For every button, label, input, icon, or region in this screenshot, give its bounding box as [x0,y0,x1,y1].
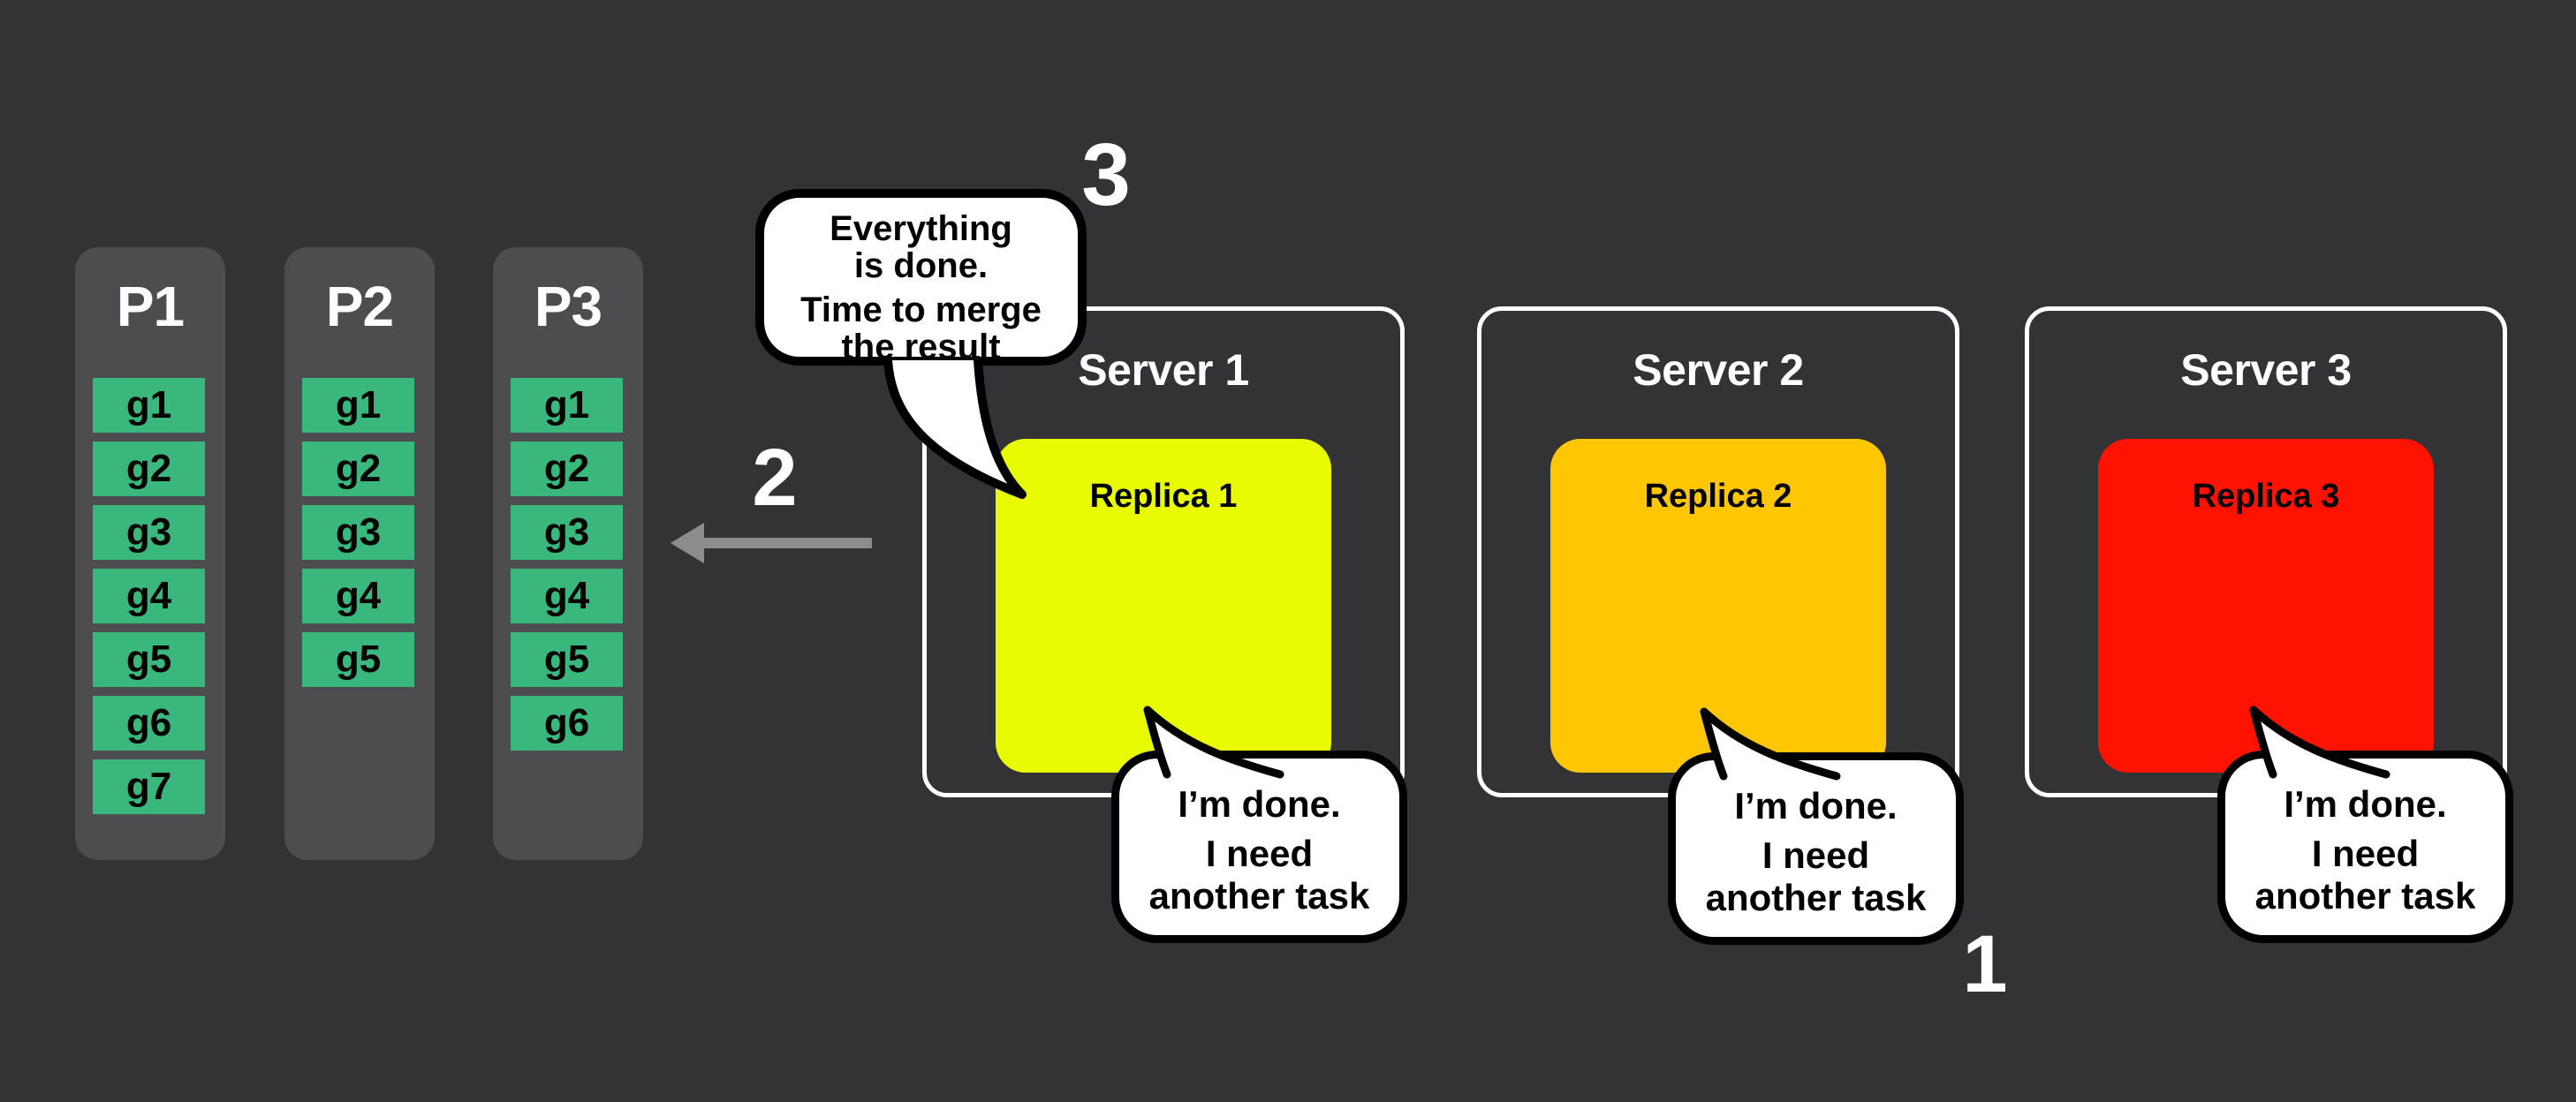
step-label-2: 2 [752,433,798,523]
partition-cell: g6 [511,696,623,751]
partition-cell: g3 [93,505,205,560]
bubble-line: is done. [853,246,989,285]
merge-bubble-text: Everything is done. Time to merge the re… [764,198,1078,366]
server-title: Server 2 [1633,345,1804,395]
bubble-line: another task [2254,875,2476,917]
partition-cell: g2 [302,442,414,496]
replica-label: Replica 1 [1089,478,1238,515]
partition-cell: g1 [93,378,205,433]
partition-cell: g7 [93,759,205,814]
partition-cell: g5 [93,632,205,687]
step-label-3: 3 [1081,125,1131,224]
merge-speech-bubble: Everything is done. Time to merge the re… [755,189,1087,499]
server-box-1: Server 1 Replica 1 [922,306,1405,797]
replica-box-1: Replica 1 [996,439,1331,773]
replica-label: Replica 2 [1644,478,1792,515]
partition-cell: g4 [511,569,623,623]
bubble-line: I need [1762,834,1870,876]
server-title: Server 3 [2180,345,2352,395]
speech-bubble-server-2: I’m done. I need another task [1668,707,1964,945]
partition-cell-list: g1 g2 g3 g4 g5 g6 g7 [93,378,205,823]
bubble-line: Time to merge [800,291,1042,329]
bubble-text: I’m done. I need another task [1676,760,1956,919]
partition-column-p2: P2 g1 g2 g3 g4 g5 [284,247,435,860]
partition-cell: g4 [93,569,205,623]
partition-cell: g1 [302,378,414,433]
partition-title: P2 [325,275,394,338]
partition-cell: g5 [511,632,623,687]
partition-title: P1 [116,275,185,338]
partition-cell: g2 [511,442,623,496]
bubble-line: I’m done. [1734,785,1898,826]
partition-cell: g1 [511,378,623,433]
bubble-line: I’m done. [2284,783,2447,825]
bubble-line: I’m done. [1178,783,1341,825]
partition-cell: g4 [302,569,414,623]
partition-title: P3 [534,275,602,338]
bubble-line: another task [1148,875,1370,917]
speech-bubble-tail-icon [2249,706,2390,779]
replica-box-2: Replica 2 [1550,439,1886,773]
step-label-1: 1 [1962,919,2008,1009]
speech-bubble-tail-icon [883,356,1027,499]
partition-cell: g3 [302,505,414,560]
partition-cell-list: g1 g2 g3 g4 g5 g6 [511,378,623,759]
bubble-line: another task [1705,877,1927,918]
bubble-text: I’m done. I need another task [1119,759,1399,917]
server-box-2: Server 2 Replica 2 [1477,306,1959,797]
partition-cell: g3 [511,505,623,560]
speech-bubble-tail-icon [1143,706,1284,779]
partition-cell: g6 [93,696,205,751]
speech-bubble-server-3: I’m done. I need another task [2217,706,2513,943]
bubble-line: I need [2311,833,2420,874]
arrow-left-icon [671,523,872,563]
partition-column-p1: P1 g1 g2 g3 g4 g5 g6 g7 [75,247,225,860]
partition-cell: g2 [93,442,205,496]
speech-bubble-tail-icon [1700,707,1841,781]
replica-label: Replica 3 [2192,478,2340,515]
partition-cell: g5 [302,632,414,687]
server-title: Server 1 [1078,345,1249,395]
bubble-line: I need [1205,833,1314,874]
partition-column-p3: P3 g1 g2 g3 g4 g5 g6 [493,247,643,860]
bubble-text: I’m done. I need another task [2225,759,2505,917]
bubble-line: Everything [830,209,1012,248]
speech-bubble-server-1: I’m done. I need another task [1111,706,1407,943]
partition-cell-list: g1 g2 g3 g4 g5 [302,378,414,696]
